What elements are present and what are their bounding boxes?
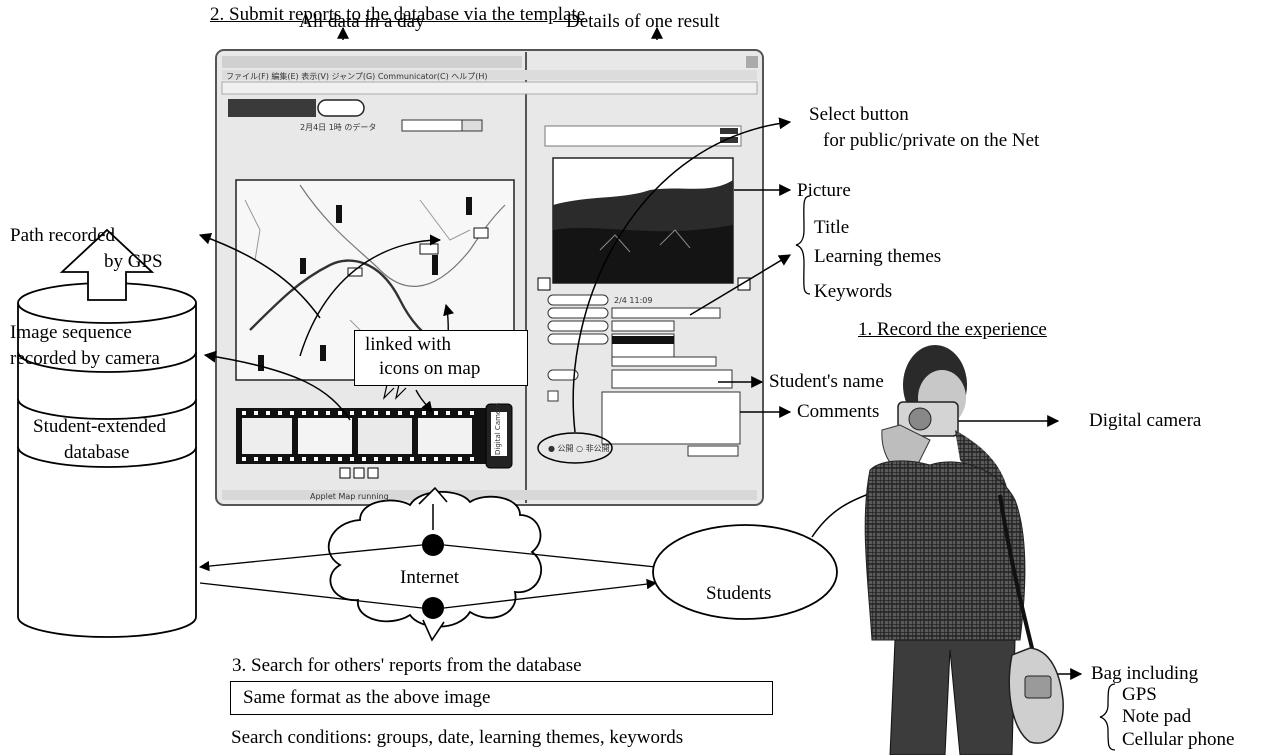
label-bag: Bag including [1091,663,1199,684]
callout-box: linked with icons on map [354,330,528,386]
search-format-text: Same format as the above image [243,687,491,708]
label-database-line1: Student-extended [33,416,166,437]
label-picture: Picture [797,180,851,201]
heading-submit: 2. Submit reports to the database via th… [210,4,586,25]
callout-line2: icons on map [379,358,481,379]
brace-bag-items [1099,683,1116,751]
label-path-line2: by GPS [104,251,163,272]
screenshot-date-value: 2/4 11:09 [614,296,653,305]
label-themes: Learning themes [814,246,942,267]
brace-title-group [795,195,811,295]
callout-line1: linked with [365,334,452,355]
line-db-to-net-bottom [199,582,423,609]
internet-cloud [327,490,543,628]
screenshot-footer: Applet Map running [310,492,389,501]
screenshot-menu: ファイル(F) 編集(E) 表示(V) ジャンプ(G) Communicator… [226,72,488,81]
label-bag-phone: Cellular phone [1122,729,1235,750]
line-net-to-students-top [443,544,657,568]
label-path-line1: Path recorded [10,225,115,246]
arrow-callout-map [299,234,442,357]
cloud-spike-top [418,486,448,505]
label-bag-notepad: Note pad [1122,706,1192,727]
heading-search: 3. Search for others' reports from the d… [232,655,582,676]
label-bag-gps: GPS [1122,684,1157,705]
database-icon [17,282,197,638]
heading-record: 1. Record the experience [858,319,1047,340]
arrow-path-gps [198,232,321,319]
label-image-line2: recorded by camera [10,348,160,369]
label-database-line2: database [64,442,130,463]
arrow-image-sequence [203,350,351,421]
student-photo [864,345,1064,755]
screenshot-film-label: Digital Camera [494,402,502,455]
students-node [652,524,838,620]
caption-details: Details of one result [566,11,720,32]
database-up-arrow [59,228,155,301]
node-dot-top [422,534,444,556]
label-internet: Internet [400,567,460,588]
caption-all-data-text: All data in a day [299,11,425,32]
line-net-to-students-bottom [443,578,658,609]
label-select-line2: for public/private on the Net [823,130,1040,151]
label-select-line1: Select button [809,104,909,125]
label-keywords: Keywords [814,281,893,302]
screenshot-radio: ● 公開 ○ 非公開 [548,444,610,453]
arrow-callout-film [415,389,433,413]
label-digital-camera: Digital camera [1089,410,1202,431]
map-icon-arrows [382,379,407,400]
cloud-spike-bottom [422,619,445,642]
browser-screenshot [215,49,764,506]
label-comments: Comments [797,401,880,422]
label-image-line1: Image sequence [10,322,132,343]
label-title: Title [814,217,850,238]
arrow-select-button [572,117,792,433]
line-db-to-net-top [198,544,423,572]
search-format-box: Same format as the above image [230,681,773,715]
search-conditions: Search conditions: groups, date, learnin… [231,727,684,748]
screenshot-date-row: 2月4日 1時 のデータ [300,123,377,132]
label-student-name: Student's name [769,371,884,392]
label-students: Students [706,583,772,604]
node-dot-bottom [422,597,444,619]
arrow-title-themes [689,254,792,316]
